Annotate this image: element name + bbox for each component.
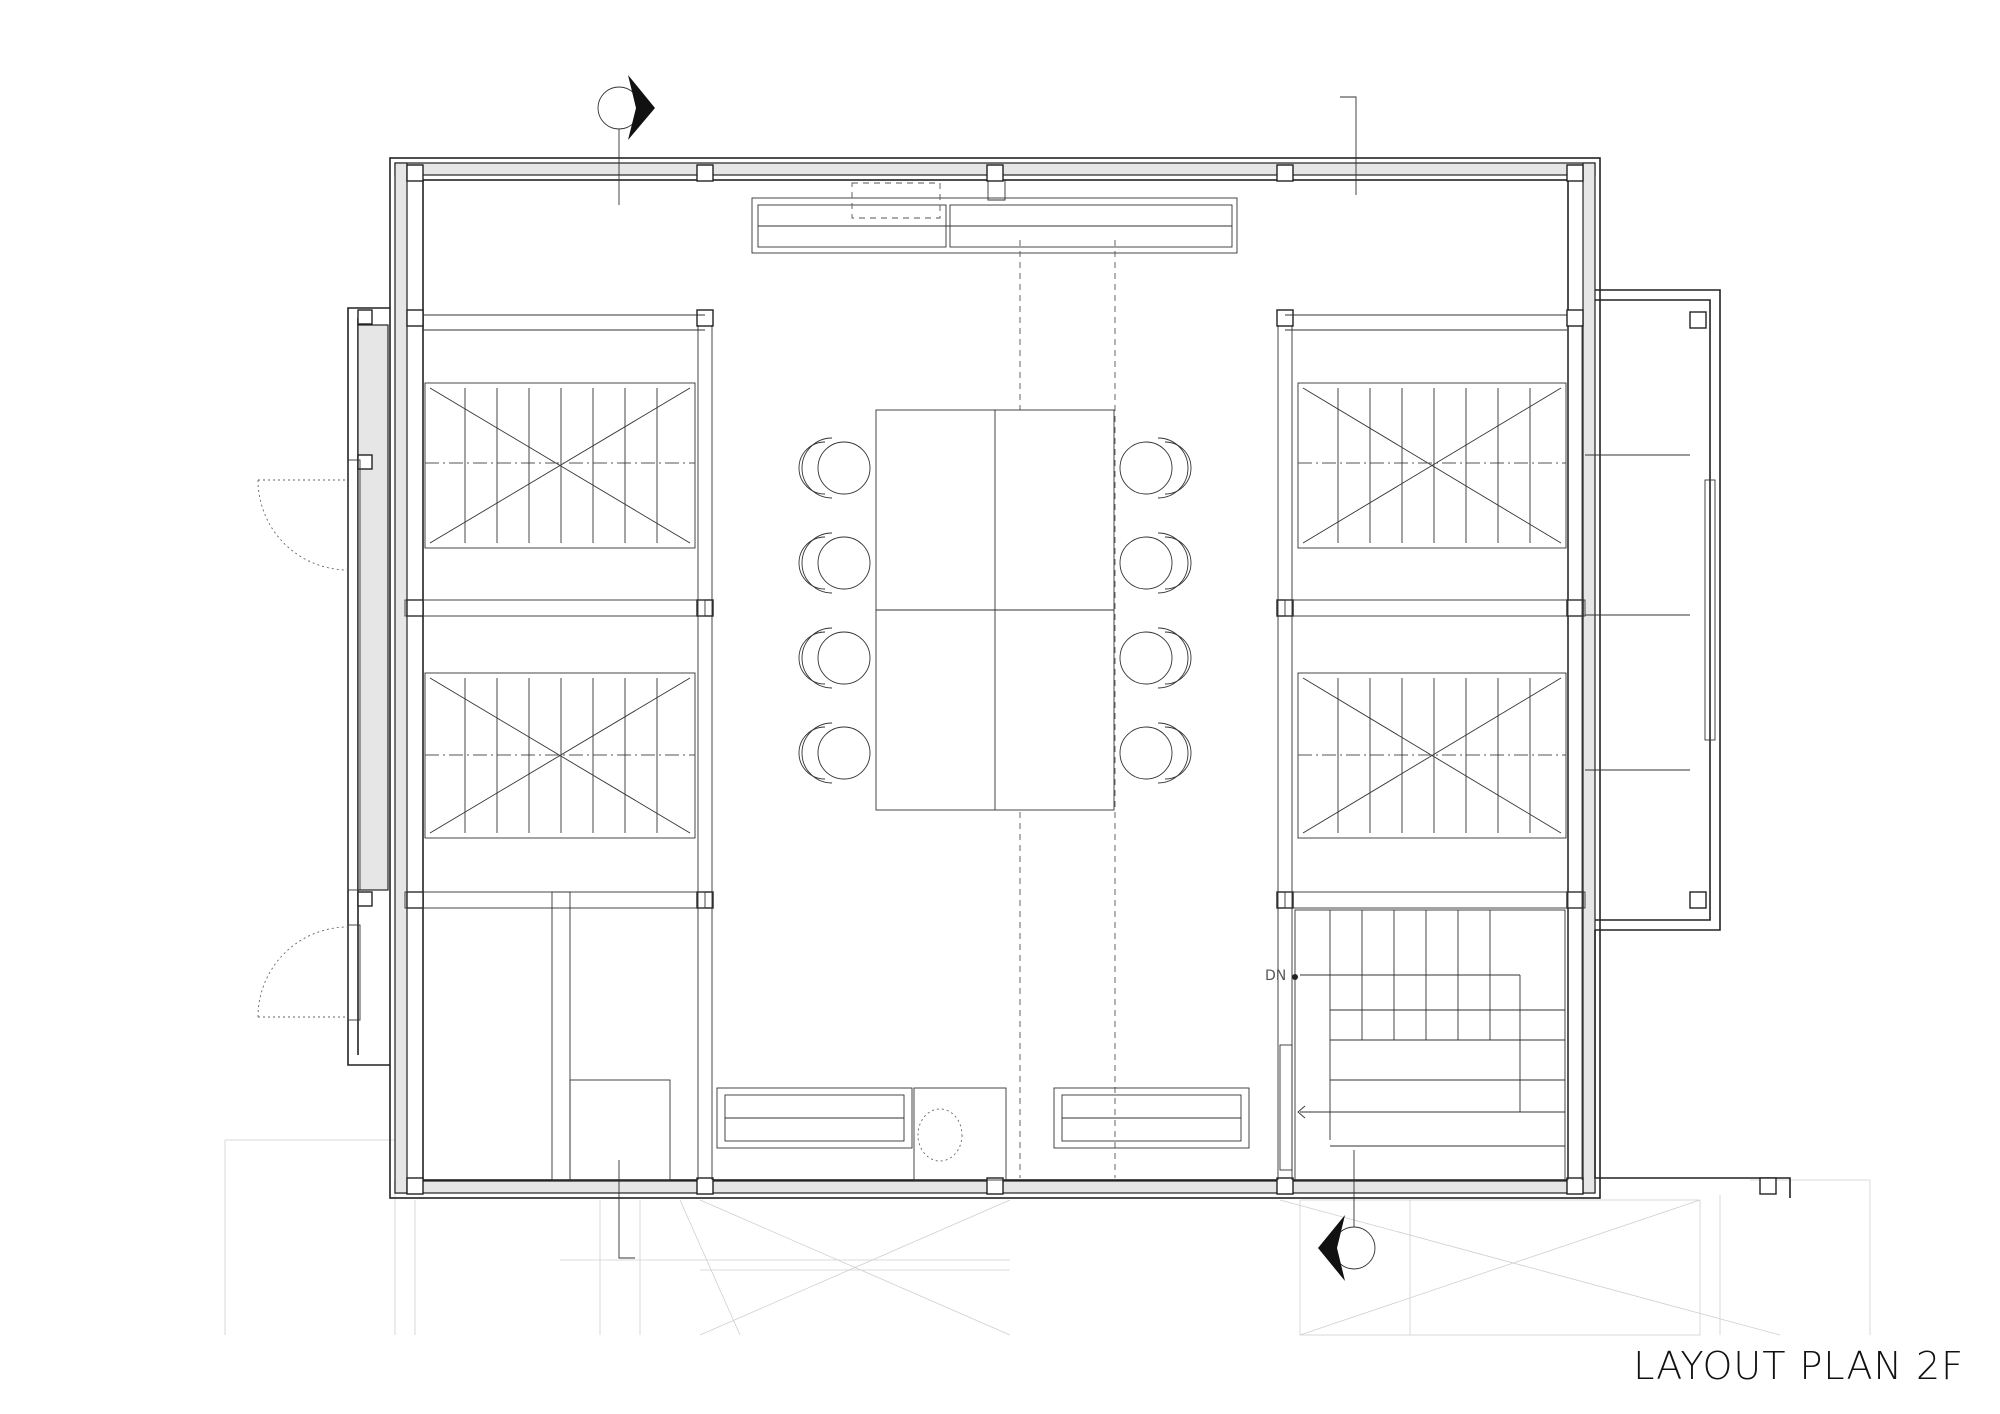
chairs	[798, 437, 1192, 784]
chair	[1119, 722, 1192, 784]
left-doors	[257, 459, 361, 1021]
centre-axis	[1019, 240, 1116, 1178]
void-left-bottom	[424, 672, 696, 839]
structural-columns	[357, 164, 1777, 1195]
bottom-sofas	[716, 1087, 1250, 1181]
void-left-top	[424, 382, 696, 549]
chair	[1119, 627, 1192, 689]
chair	[798, 627, 871, 689]
stair-down-label: DN	[1265, 968, 1287, 984]
section-marks	[597, 75, 1376, 1281]
meeting-table	[875, 409, 1115, 811]
right-bay	[1585, 454, 1716, 771]
chair	[1119, 532, 1192, 594]
chair	[798, 532, 871, 594]
top-bench	[751, 180, 1238, 254]
drawing-title: LAYOUT PLAN 2F	[1633, 1344, 1964, 1388]
void-right-bottom	[1297, 672, 1567, 839]
section-marker-top	[597, 75, 655, 205]
context-lines	[224, 1139, 1871, 1336]
chair	[1119, 437, 1192, 499]
stair-voids	[424, 382, 1567, 839]
interior-partitions	[404, 314, 1586, 1181]
down-stair	[1279, 909, 1566, 1181]
void-right-top	[1297, 382, 1567, 549]
chair	[798, 722, 871, 784]
section-marker-bottom	[1318, 1150, 1376, 1281]
chair	[798, 437, 871, 499]
